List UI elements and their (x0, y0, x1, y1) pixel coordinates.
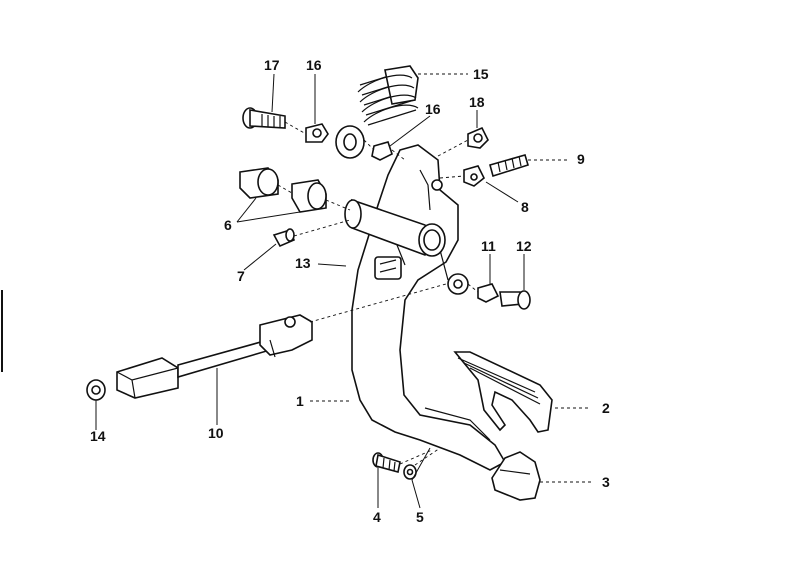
bushing-11 (477, 283, 500, 303)
callout-7: 7 (237, 268, 245, 284)
callout-3: 3 (602, 474, 610, 490)
pedal-pad (453, 351, 553, 433)
callout-10: 10 (208, 425, 224, 441)
leader-lines (95, 73, 594, 509)
callout-18: 18 (469, 94, 485, 110)
assembly-lines (277, 121, 479, 466)
pin-7 (272, 228, 296, 248)
push-rod (116, 314, 313, 399)
nut-8 (463, 165, 486, 187)
callout-12: 12 (516, 238, 532, 254)
pedal-arm (351, 144, 507, 471)
callout-4: 4 (373, 509, 381, 525)
nut-5 (403, 464, 417, 480)
clip-13 (374, 256, 402, 280)
callout-16-upper: 16 (306, 57, 322, 73)
spring-15 (335, 65, 419, 159)
callout-15: 15 (473, 66, 489, 82)
pedal-upper-lug (431, 179, 469, 295)
nut-18 (467, 126, 489, 149)
callout-11: 11 (481, 238, 496, 254)
stud-9 (489, 154, 529, 178)
pivot-tube (344, 198, 446, 257)
callout-13: 13 (295, 255, 311, 271)
callout-9: 9 (577, 151, 585, 167)
callout-2: 2 (602, 400, 610, 416)
callout-8: 8 (521, 199, 529, 215)
bolt-17 (242, 107, 286, 129)
callout-14: 14 (90, 428, 106, 444)
bushings-6 (239, 167, 327, 213)
pedal-stop (491, 451, 541, 501)
nut-16-upper (305, 123, 329, 143)
callout-16-lower: 16 (425, 101, 441, 117)
callout-labels: 1 2 3 4 5 6 7 8 9 10 11 12 13 14 15 16 1… (90, 57, 610, 525)
callout-1: 1 (296, 393, 304, 409)
callout-17: 17 (264, 57, 280, 73)
callout-6: 6 (224, 217, 232, 233)
callout-5: 5 (416, 509, 424, 525)
bolt-12 (499, 290, 531, 310)
nut-14 (86, 379, 106, 401)
screw-4 (372, 452, 401, 473)
nut-16-lower (371, 141, 393, 161)
